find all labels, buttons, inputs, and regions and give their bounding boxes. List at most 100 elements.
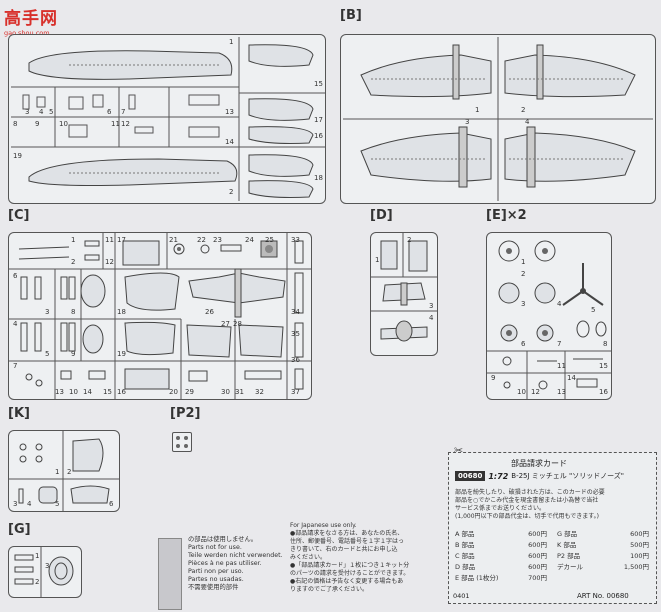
unused-parts-notice: の部品は使用しません。 Parts not for use. Teile wer… [188,536,284,592]
part-number: 8 [603,340,608,348]
section-label-b: [B] [340,8,362,23]
part-number: 5 [45,350,50,358]
part-number: 2 [71,258,76,266]
part-number: 11 [105,236,114,244]
sprue-b-drawing [343,37,653,201]
part-number: 1 [229,38,234,46]
part-number: 1 [521,258,526,266]
part-number: 1 [55,468,60,476]
part-number: 13 [225,108,234,116]
part-number: 19 [117,350,126,358]
part-number: 2 [521,106,526,114]
watermark-logo: 高手网 gao.shou.com [4,4,58,37]
notice-line: Pièces à ne pas utiliser. [188,560,262,567]
part-number: 10 [59,120,68,128]
notice-line: Parts not for use. [188,544,242,551]
instruction-line: ●右記の価格は予告なく変更する場合もあ [290,578,404,585]
part-number: 17 [314,116,323,124]
part-number: 8 [71,308,76,316]
part-number: 12 [121,120,130,128]
part-number: 2 [229,188,234,196]
part-number: 4 [27,500,32,508]
sprue-b: 1 2 3 4 [340,34,656,204]
part-number: 5 [49,108,54,116]
section-label-d: [D] [370,208,393,223]
price-label: K 部品 [557,541,577,549]
watermark-subtitle: gao.shou.com [4,29,50,37]
instruction-line: ●部品請求をなさる方は、あなたの氏名、 [290,530,404,537]
part-number: 7 [13,362,18,370]
part-number: 30 [221,388,230,396]
part-number: 4 [429,314,434,322]
japanese-instructions: For Japanese use only. ●部品請求をなさる方は、あなたの氏… [290,522,446,594]
notice-line: の部品は使用しません。 [188,536,258,543]
part-number: 33 [291,236,300,244]
price-row: E 部品 (1枚分) 700円 [455,573,547,584]
sprue-d: 1 2 3 4 [370,232,438,356]
price-label: P2 部品 [557,552,581,560]
part-number: 22 [197,236,206,244]
part-number: 12 [531,388,540,396]
part-number: 3 [465,118,470,126]
part-number: 17 [117,236,126,244]
part-number: 27 [221,320,230,328]
instruction-line: ●「部品請求カード」１枚につき１キット分 [290,562,410,569]
part-number: 37 [291,388,300,396]
part-number: 1 [35,552,40,560]
part-number: 9 [71,350,76,358]
part-number: 9 [491,374,496,382]
instruction-line: 住所、郵便番号、電話番号を１字１字はっ [290,538,405,545]
parts-request-card: 部品請求カード 00680 1:72 B-25J ミッチェル "ソリッドノーズ"… [448,452,657,604]
price-label: D 部品 [455,563,476,571]
card-title: 部品請求カード [511,459,567,468]
part-number: 7 [121,108,126,116]
notice-line: Teile werden nicht verwendet. [188,552,283,559]
part-number: 1 [375,256,380,264]
part-number: 23 [213,236,222,244]
price-value: 600円 [630,530,649,538]
product-scale: 1:72 [488,471,509,481]
part-number: 6 [521,340,526,348]
part-number: 2 [35,578,40,586]
instruction-line: きり書いて、右のカードと共にお申し込 [290,546,398,553]
instruction-line: りますのでご了承ください。 [290,586,369,593]
part-number: 2 [67,468,72,476]
part-number: 2 [407,236,412,244]
part-number: 6 [109,500,114,508]
price-value: 600円 [528,530,547,538]
sprue-c: 1 2 3 4 5 6 7 8 9 10 11 12 13 14 15 16 1… [8,232,312,400]
art-number: ART No. 00680 [577,592,629,600]
part-number: 4 [557,300,562,308]
part-number: 19 [13,152,22,160]
price-value: 100円 [630,552,649,560]
product-code: 00680 [455,471,486,481]
card-product-line: 00680 1:72 B-25J ミッチェル "ソリッドノーズ" [455,471,624,481]
part-number: 6 [13,272,18,280]
price-label: デカール [557,563,583,571]
price-label: E 部品 (1枚分) [455,574,499,582]
sprue-a-drawing [11,37,325,201]
part-number: 11 [557,362,566,370]
price-value: 600円 [528,552,547,560]
instruction-line: のパーツの請求を受付けることができます。 [290,570,410,577]
price-value: 1,500円 [623,563,649,571]
part-number: 1 [475,106,480,114]
part-number: 3 [13,500,18,508]
part-number: 28 [233,320,242,328]
part-number: 3 [25,108,30,116]
part-number: 3 [429,302,434,310]
part-number: 25 [265,236,274,244]
notice-line: Partes no usadas. [188,576,244,583]
sprue-g: 1 2 3 [8,546,82,598]
price-value: 700円 [528,574,547,582]
price-row: P2 部品 100円 [557,551,649,562]
section-label-k: [K] [8,406,30,421]
part-number: 11 [111,120,120,128]
part-number: 4 [13,320,18,328]
watermark-title: 高手网 [4,9,58,29]
part-number: 29 [185,388,194,396]
